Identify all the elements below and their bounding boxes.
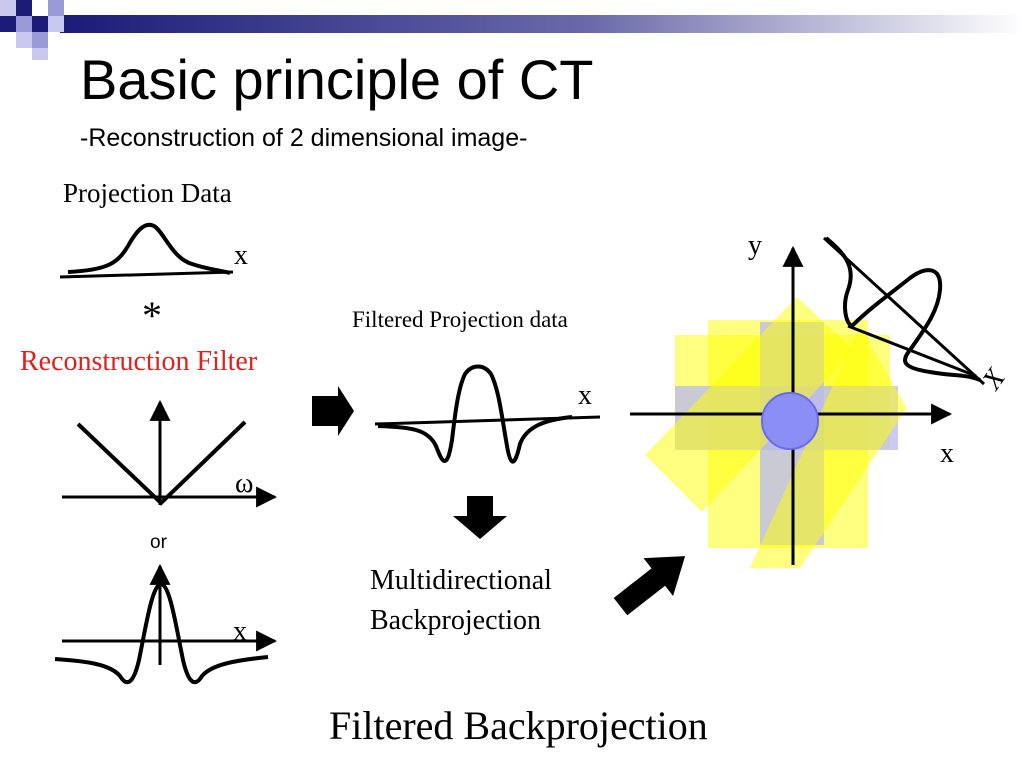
backprojection-image: y x X: [630, 230, 1012, 568]
diagonal-arrow-icon: [613, 556, 686, 616]
filtered-projection-label: Filtered Projection data: [352, 307, 568, 332]
filtered-backprojection-title: Filtered Backprojection: [329, 703, 708, 748]
ramp-filter-plot: ω: [62, 399, 278, 508]
kernel-curve: [54, 581, 269, 685]
bp-x-label: x: [940, 438, 954, 469]
rotated-axis: [822, 236, 986, 386]
corner-logo-icon: [0, 0, 1024, 60]
backprojection-label: Multidirectional Backprojection: [370, 565, 552, 636]
bp-y-label: y: [748, 230, 762, 261]
or-label: or: [150, 532, 167, 553]
object-circle: [761, 392, 819, 450]
rotated-axis-short: [847, 324, 977, 378]
projection-data-plot: x: [59, 222, 248, 279]
filtered-x-label: x: [578, 380, 592, 411]
projection-data-label: Projection Data: [63, 178, 232, 208]
omega-label: ω: [235, 468, 253, 499]
convolution-symbol: *: [142, 293, 162, 338]
filtered-projection-plot: x: [374, 364, 601, 464]
kernel-plot: x: [54, 563, 278, 685]
filtered-curve: [377, 364, 573, 464]
right-arrow-icon: [312, 386, 354, 436]
projection-x-label: x: [234, 240, 248, 271]
slide-subtitle: -Reconstruction of 2 dimensional image-: [80, 124, 528, 152]
projection-curve: [67, 222, 231, 275]
kernel-x-label: x: [233, 616, 247, 647]
rotated-axis-label: X: [976, 363, 1012, 396]
rotated-projection-curve: [824, 236, 981, 382]
yellow-band-diagonal-b: [750, 326, 907, 568]
down-arrow-icon: [453, 496, 507, 539]
slide-title: Basic principle of CT: [80, 48, 594, 111]
reconstruction-filter-label: Reconstruction Filter: [20, 346, 258, 377]
yellow-band-diagonal-a: [645, 297, 854, 512]
ramp-filter-curve: [76, 420, 247, 506]
projection-axis: [59, 270, 234, 279]
